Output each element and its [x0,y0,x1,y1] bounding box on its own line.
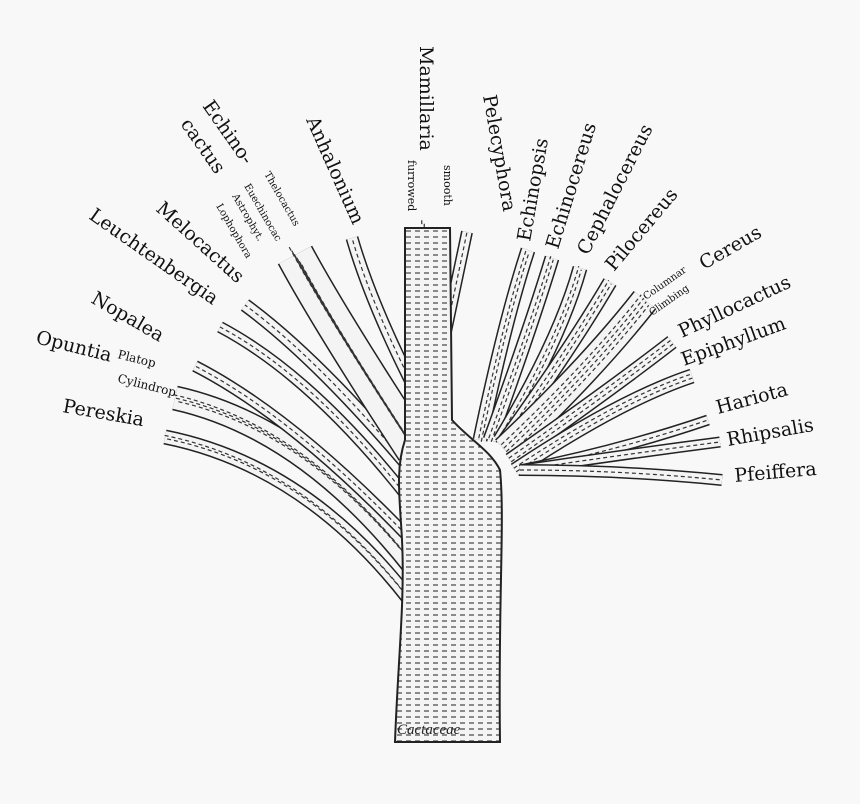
branch-fill [496,291,656,460]
label-pelecyphora: Pelecyphora [478,93,520,213]
branch-hatch [503,279,610,439]
branch-hatch [163,434,445,649]
label-hariota: Hariota [714,379,791,419]
label-anhalonium: Anhalonium [301,112,369,227]
label-rhipsalis: Rhipsalis [725,414,815,451]
branch-fill [484,256,558,443]
branch-hatch [478,248,528,439]
branch-echinocactus [277,245,432,461]
branch-hatch [513,373,691,469]
branch-echinocereus [482,255,560,443]
branch-hatch [505,301,647,453]
branch-hatch [490,259,554,442]
label-mamillaria: Mamillaria [415,46,437,151]
branch-hatch [300,263,422,460]
sublabel-opuntia: Cylindrop [116,371,178,399]
branch-fill [347,236,415,383]
branch-fill [474,248,534,442]
branch-pfeiffera [519,464,723,486]
branch-hatch [519,469,723,481]
branch-hatch [500,294,642,446]
branch-hatch [508,339,672,459]
branch-hatch [515,377,694,473]
root-label: Cactaceae [397,722,461,738]
branch-hatch [166,438,447,653]
branch-anhalonium [345,236,416,383]
branch-fill [506,337,676,465]
branch-nopalea [192,360,435,565]
trunk [393,227,503,743]
branch-hatch [508,304,650,456]
label-opuntia: Opuntia [34,327,114,367]
branch-hatch [298,259,420,456]
label-cereus: Cereus [696,221,766,274]
branch-hatch [488,256,552,439]
sublabel-mamillaria: smooth [441,165,454,206]
branch-cereus [495,291,657,461]
label-pfeiffera: Pfeiffera [734,458,818,487]
branch-hatch [505,283,612,443]
sublabel-opuntia: Platop [116,347,157,370]
branch-hatch [503,297,645,449]
branch-echinopsis [472,247,536,442]
sublabel-mamillaria: furrowed [405,160,418,211]
branch-hatch [194,365,431,561]
branch-phyllocactus [505,336,677,467]
branch-epiphyllum [510,368,695,477]
branch-hatch [498,266,580,439]
label-pereskia: Pereskia [61,395,146,431]
label-nopalea: Nopalea [88,287,168,346]
branch-hatch [510,343,674,463]
branch-hatch [480,251,530,442]
branch-hatch [500,269,582,443]
branch-fill [511,370,694,475]
